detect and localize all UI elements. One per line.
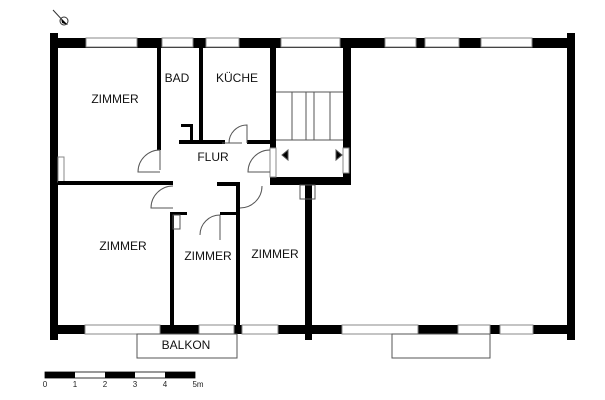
scale-bar: 0 1 2 3 4 5m: [43, 371, 204, 389]
north-arrow-icon: [52, 9, 69, 26]
scale-label: 5m: [192, 380, 203, 389]
room-label-zimmer-bottom-left: ZIMMER: [99, 239, 147, 253]
scale-label: 0: [43, 380, 48, 389]
scale-label: 2: [103, 380, 108, 389]
room-label-balkon: BALKON: [162, 338, 211, 352]
room-label-flur: FLUR: [197, 150, 229, 164]
staircase[interactable]: [276, 91, 343, 162]
room-label-bad: BAD: [165, 71, 190, 85]
scale-label: 1: [73, 380, 78, 389]
door-swings: [137, 124, 271, 240]
room-label-zimmer-bottom-right: ZIMMER: [251, 247, 299, 261]
interior-walls: [58, 48, 351, 340]
balcony-right: [391, 333, 491, 359]
scale-label: 4: [163, 380, 168, 389]
room-label-zimmer-bottom-middle: ZIMMER: [184, 249, 232, 263]
room-label-zimmer-top-left: ZIMMER: [91, 92, 139, 106]
windows-bottom: [57, 156, 534, 335]
balcony-left: [136, 333, 238, 359]
scale-label: 3: [133, 380, 138, 389]
room-label-kueche: KÜCHE: [216, 71, 258, 85]
outer-walls: [50, 33, 575, 340]
windows-top: [85, 37, 533, 48]
